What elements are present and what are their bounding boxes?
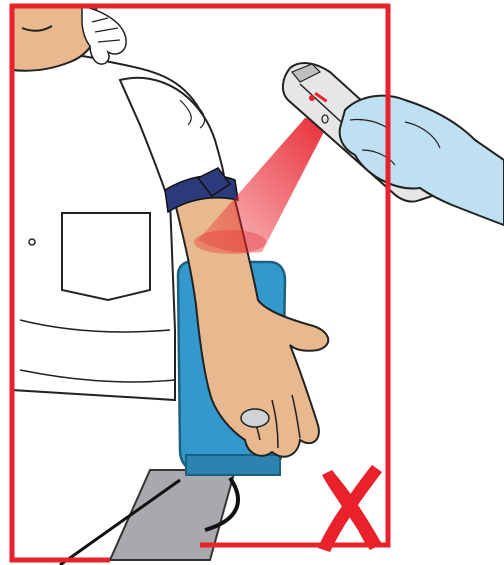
scanner-logo-icon — [309, 95, 315, 101]
chair-base — [60, 470, 238, 565]
grip-ring — [241, 409, 269, 427]
gloved-hand — [340, 96, 504, 225]
incorrect-x-icon — [318, 465, 382, 552]
